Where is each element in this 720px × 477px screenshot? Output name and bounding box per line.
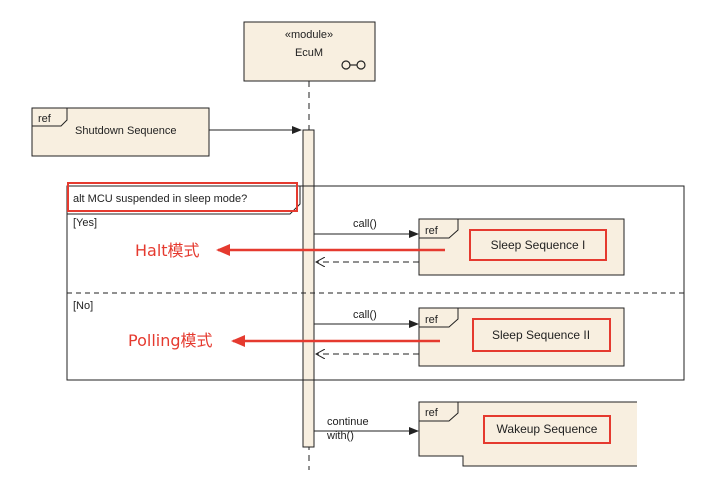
lifeline-ecum-head: «module» EcuM [243, 21, 376, 82]
polling-mode-annotation: Polling模式 [128, 331, 213, 350]
component-link-icon [341, 60, 366, 70]
call-message-1-label: call() [353, 218, 377, 230]
ref-label: ref [425, 407, 439, 419]
sleep-sequence-2-label: Sleep Sequence II [492, 328, 590, 342]
guard-yes: [Yes] [73, 217, 97, 229]
continue-message-label-line1: continue [327, 416, 369, 428]
call-message-2-label: call() [353, 309, 377, 321]
alt-title: alt MCU suspended in sleep mode? [73, 193, 247, 205]
halt-mode-annotation: Halt模式 [135, 241, 200, 260]
lifeline-stereotype: «module» [285, 29, 333, 41]
sleep-2-highlight [472, 318, 611, 352]
guard-no: [No] [73, 300, 93, 312]
ref-frame-sleep-2: ref Sleep Sequence II [418, 307, 625, 367]
wakeup-highlight [483, 415, 611, 444]
alt-title-highlight [67, 182, 298, 212]
ref-label: ref [425, 225, 439, 237]
ref-frame-wakeup: ref Wakeup Sequence [418, 401, 637, 467]
sleep-sequence-1-label: Sleep Sequence I [491, 238, 586, 252]
sleep-1-highlight [469, 229, 607, 261]
ref-frame-sleep-1: ref Sleep Sequence I [418, 218, 625, 276]
alt-fragment: alt MCU suspended in sleep mode? [Yes] [… [66, 182, 685, 381]
ref-label: ref [38, 113, 52, 125]
ref-label: ref [425, 314, 439, 326]
wakeup-sequence-label: Wakeup Sequence [497, 422, 598, 436]
continue-message-label-line2: with() [326, 430, 354, 442]
shutdown-sequence-label: Shutdown Sequence [75, 125, 177, 137]
ref-frame-shutdown: ref Shutdown Sequence [31, 107, 210, 157]
activation-bar [302, 129, 315, 448]
lifeline-name: EcuM [295, 47, 323, 59]
